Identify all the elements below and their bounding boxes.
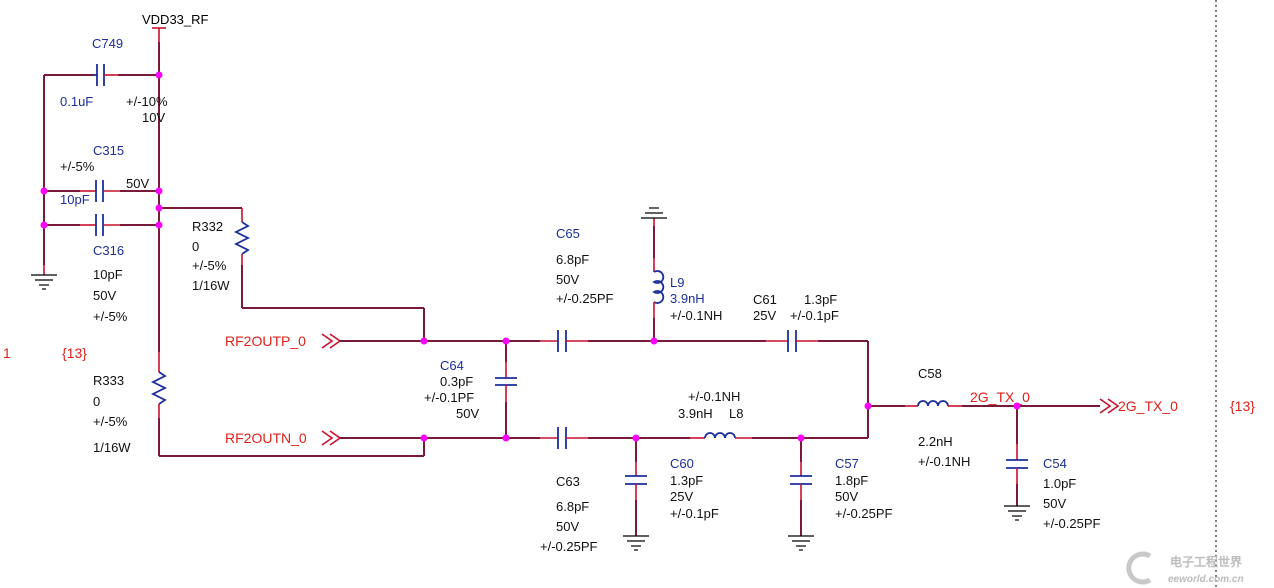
l9-ref: L9 — [670, 275, 684, 290]
l9-tol: +/-0.1NH — [670, 308, 722, 323]
power-symbol-vdd33 — [152, 27, 166, 42]
l8-tol: +/-0.1NH — [688, 389, 740, 404]
watermark-url: eeworld.com.cn — [1168, 574, 1244, 585]
capacitor-c60 — [623, 438, 649, 551]
c65-voltage: 50V — [556, 272, 579, 287]
sheet-number: 1 — [3, 345, 11, 361]
r332-ref: R332 — [192, 219, 223, 234]
r332-tol: +/-5% — [192, 258, 227, 273]
c315-value: 10pF — [60, 192, 90, 207]
page-ref-left: {13} — [62, 345, 87, 361]
c57-voltage: 50V — [835, 489, 858, 504]
c61-ref: C61 — [753, 292, 777, 307]
net-p-top — [340, 330, 869, 438]
c63-ref: C63 — [556, 474, 580, 489]
c64-tol: +/-0.1PF — [424, 390, 474, 405]
port-rf2outn[interactable]: RF2OUTN_0 — [225, 430, 307, 446]
c63-value: 6.8pF — [556, 499, 589, 514]
c61-voltage: 25V — [753, 308, 776, 323]
port-2g-tx[interactable]: 2G_TX_0 — [1118, 398, 1178, 414]
c54-voltage: 50V — [1043, 496, 1066, 511]
c65-value: 6.8pF — [556, 252, 589, 267]
c315-tol: +/-5% — [60, 159, 95, 174]
c58-ref: C58 — [918, 366, 942, 381]
c65-ref: C65 — [556, 226, 580, 241]
capacitor-c316 — [44, 214, 159, 236]
c54-value: 1.0pF — [1043, 476, 1076, 491]
c315-ref: C315 — [93, 143, 124, 158]
page-ref-right: {13} — [1230, 398, 1255, 414]
power-label: VDD33_RF — [142, 12, 209, 27]
c316-tol: +/-5% — [93, 309, 128, 324]
c60-value: 1.3pF — [670, 473, 703, 488]
ground-symbol-left — [31, 265, 57, 290]
c54-tol: +/-0.25PF — [1043, 516, 1101, 531]
watermark-cn: 电子工程世界 — [1170, 554, 1242, 569]
c58-tol: +/-0.1NH — [918, 454, 970, 469]
resistor-r332 — [159, 207, 425, 341]
c64-value: 0.3pF — [440, 374, 473, 389]
l8-ref: L8 — [729, 406, 743, 421]
c61-tol: +/-0.1pF — [790, 308, 839, 323]
l8-value: 3.9nH — [678, 406, 713, 421]
c316-value: 10pF — [93, 267, 123, 282]
r333-value: 0 — [93, 394, 100, 409]
c316-ref: C316 — [93, 243, 124, 258]
resistor-r333 — [150, 225, 425, 457]
port-rf2outn-symbol[interactable] — [321, 430, 342, 446]
watermark: 电子工程世界 eeworld.com.cn — [1126, 551, 1244, 585]
c54-ref: C54 — [1043, 456, 1067, 471]
r333-power: 1/16W — [93, 440, 131, 455]
c60-ref: C60 — [670, 456, 694, 471]
r333-tol: +/-5% — [93, 414, 128, 429]
c63-voltage: 50V — [556, 519, 579, 534]
inductor-l9 — [652, 226, 665, 341]
c64-voltage: 50V — [456, 406, 479, 421]
c64-ref: C64 — [440, 358, 464, 373]
c749-voltage: 10V — [142, 110, 165, 125]
r332-value: 0 — [192, 239, 199, 254]
port-rf2outp-symbol[interactable] — [321, 333, 342, 349]
capacitor-c315 — [44, 180, 159, 202]
c57-ref: C57 — [835, 456, 859, 471]
c60-tol: +/-0.1pF — [670, 506, 719, 521]
capacitor-c64 — [495, 341, 517, 438]
c65-tol: +/-0.25PF — [556, 291, 614, 306]
c316-voltage: 50V — [93, 288, 116, 303]
net-n-bottom — [340, 427, 868, 449]
c60-voltage: 25V — [670, 489, 693, 504]
capacitor-c57 — [788, 438, 814, 551]
r332-power: 1/16W — [192, 278, 230, 293]
c749-ref: C749 — [92, 36, 123, 51]
c63-tol: +/-0.25PF — [540, 539, 598, 554]
watermark-logo-icon — [1126, 551, 1152, 585]
capacitor-c749 — [44, 64, 159, 86]
r333-ref: R333 — [93, 373, 124, 388]
capacitor-c54 — [1004, 406, 1030, 521]
ground-symbol-l9 — [641, 207, 667, 226]
c749-value: 0.1uF — [60, 94, 93, 109]
l9-value: 3.9nH — [670, 291, 705, 306]
c57-tol: +/-0.25PF — [835, 506, 893, 521]
c57-value: 1.8pF — [835, 473, 868, 488]
c315-voltage: 50V — [126, 176, 149, 191]
port-rf2outp[interactable]: RF2OUTP_0 — [225, 333, 306, 349]
port-out-symbol[interactable] — [1099, 398, 1120, 414]
c749-tol: +/-10% — [126, 94, 168, 109]
net-label-2g-tx: 2G_TX_0 — [970, 389, 1030, 405]
net-output — [868, 400, 1100, 407]
c61-value: 1.3pF — [804, 292, 837, 307]
junction-dots — [40, 71, 1021, 442]
c58-value: 2.2nH — [918, 434, 953, 449]
